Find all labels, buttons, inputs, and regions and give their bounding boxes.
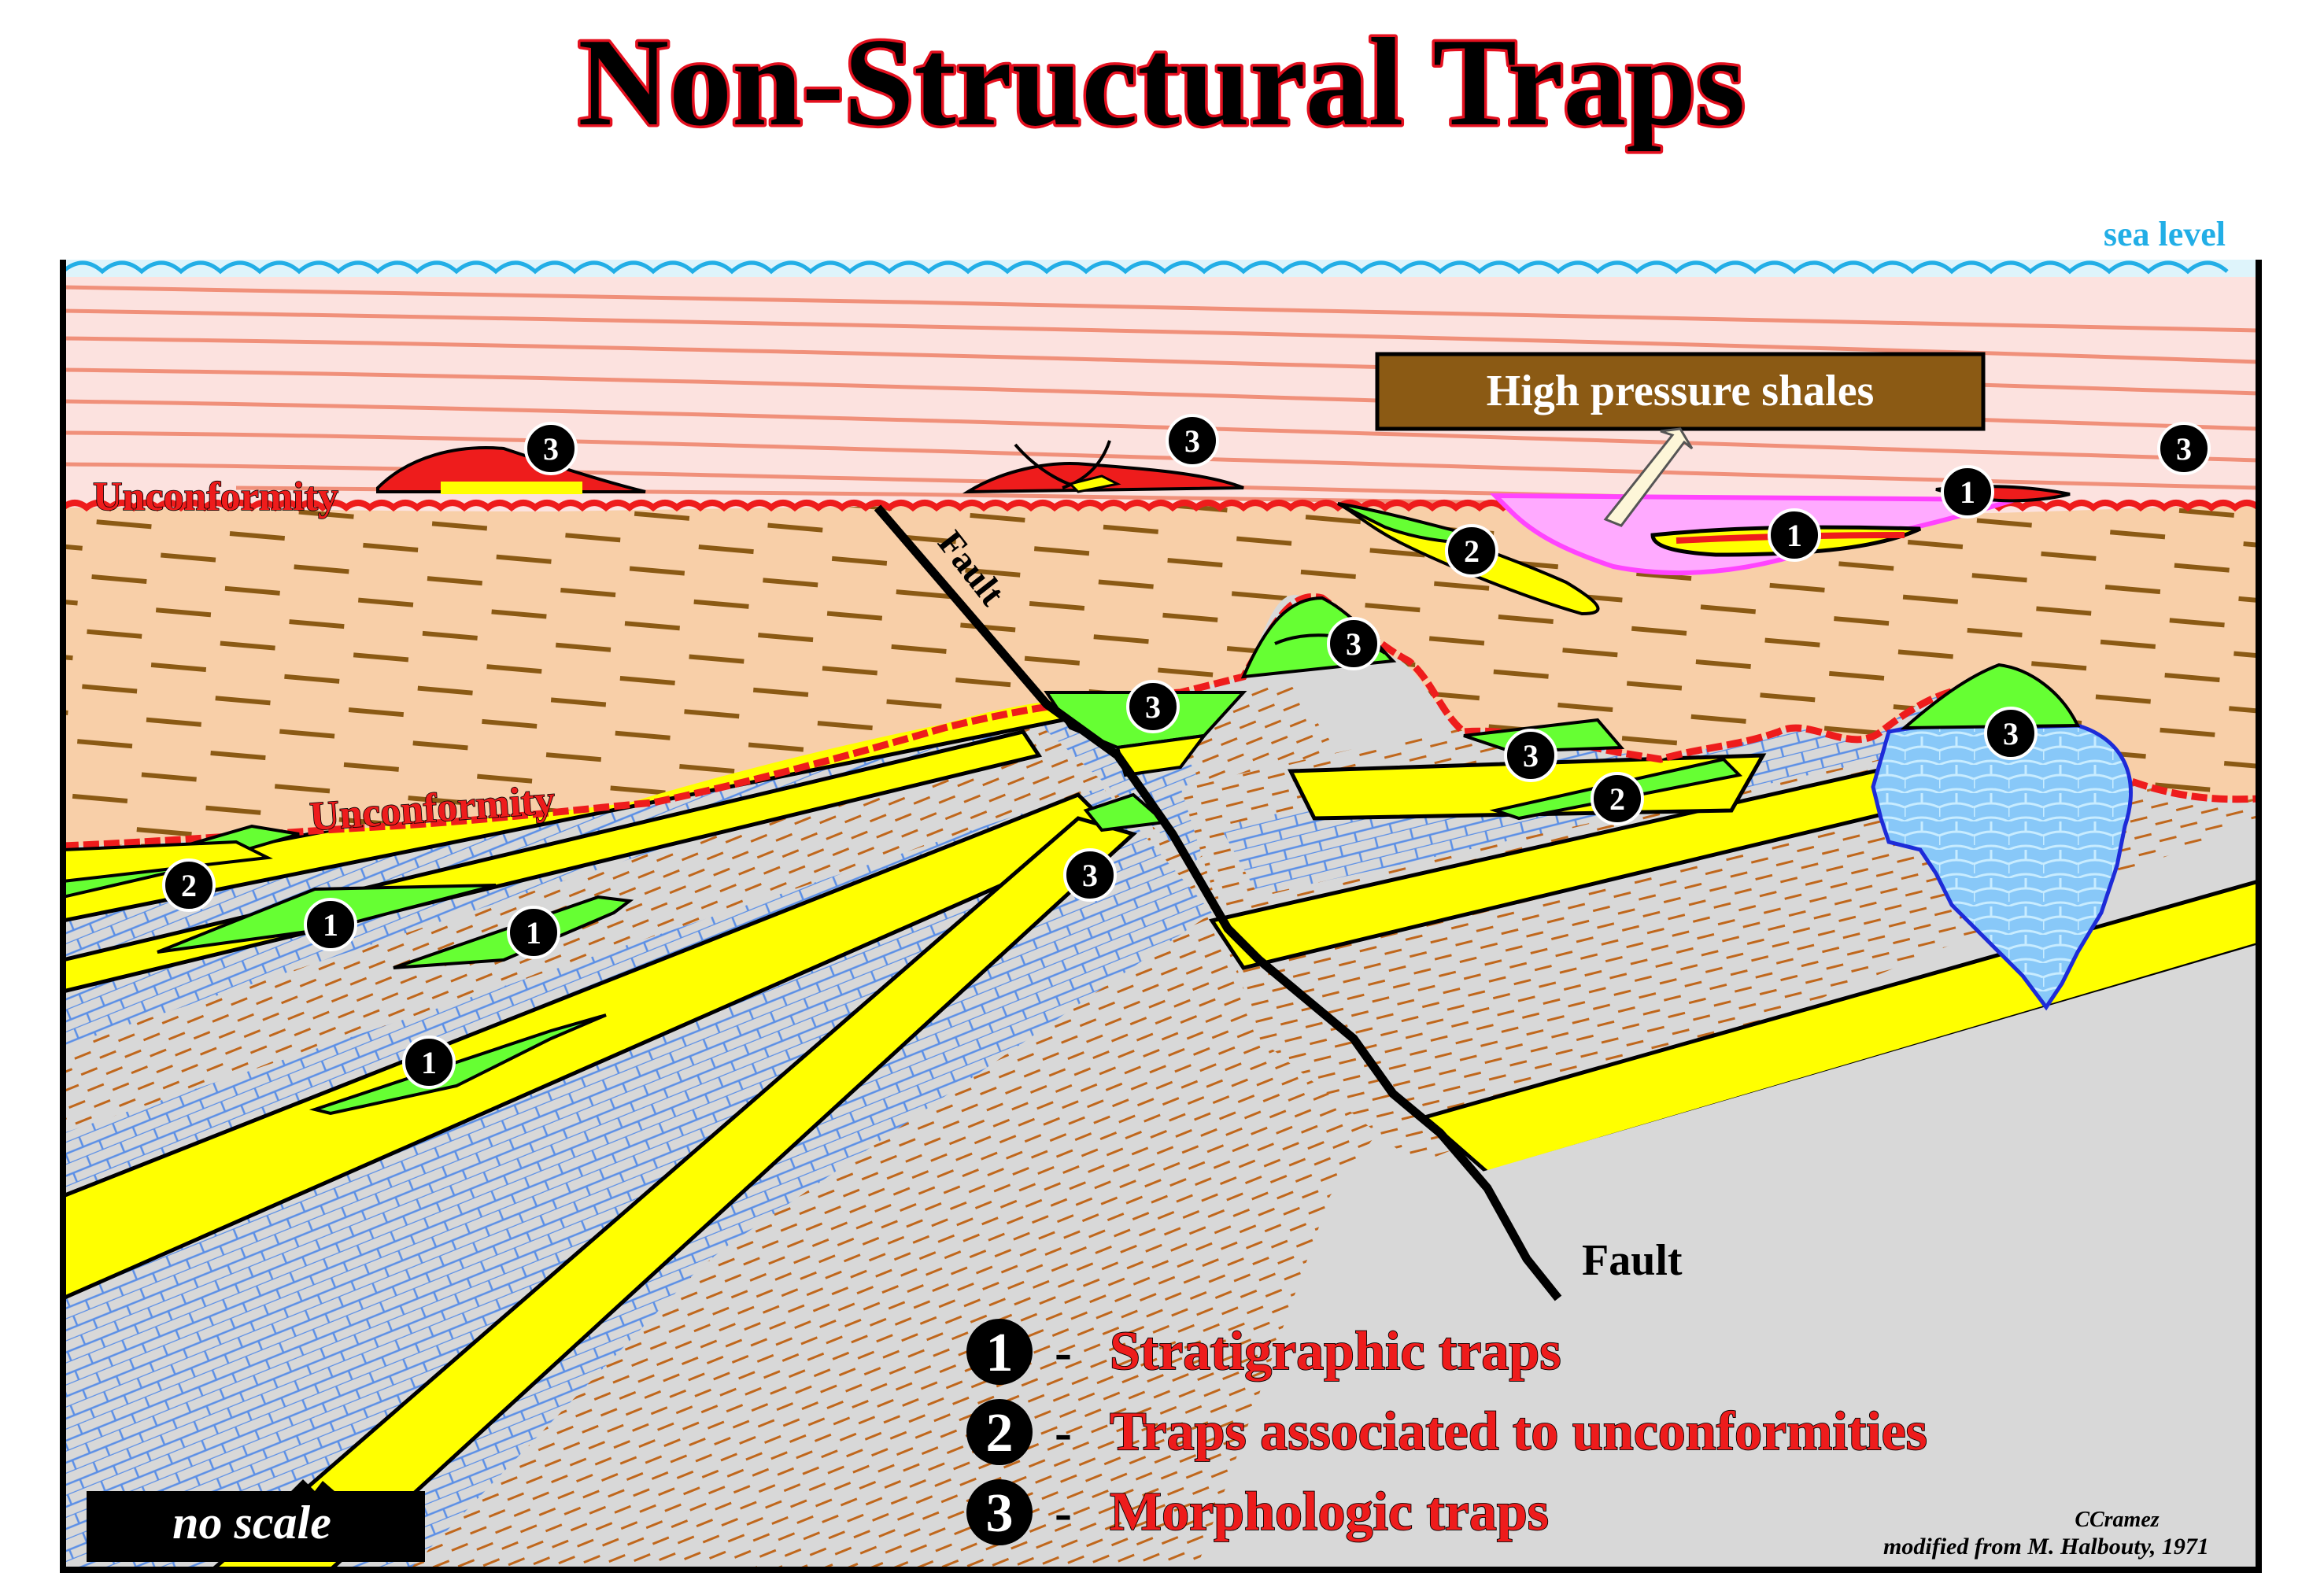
svg-text:-: - bbox=[1055, 1323, 1072, 1381]
svg-text:2: 2 bbox=[986, 1403, 1014, 1464]
svg-text:3: 3 bbox=[1145, 689, 1161, 725]
marker-3h: 3 bbox=[1063, 848, 1117, 902]
marker-1d: 1 bbox=[507, 906, 560, 959]
marker-3f: 3 bbox=[1504, 729, 1557, 782]
svg-text:-: - bbox=[1055, 1484, 1072, 1541]
marker-3c: 3 bbox=[2157, 422, 2211, 475]
svg-text:3: 3 bbox=[1523, 738, 1539, 773]
legend-label-morphologic: Morphologic traps bbox=[1110, 1482, 1549, 1542]
upper-shale bbox=[63, 271, 2259, 515]
svg-text:2: 2 bbox=[181, 868, 197, 903]
marker-2c: 2 bbox=[162, 858, 216, 912]
marker-3g: 3 bbox=[1984, 707, 2038, 760]
legend-item-2: 2 - Traps associated to unconformities bbox=[966, 1399, 1928, 1465]
high-pressure-shales-callout: High pressure shales bbox=[1375, 352, 1986, 527]
marker-3e: 3 bbox=[1126, 680, 1180, 733]
svg-text:-: - bbox=[1055, 1404, 1072, 1461]
svg-text:1: 1 bbox=[1960, 474, 1975, 510]
svg-text:3: 3 bbox=[1346, 626, 1362, 662]
marker-2a: 2 bbox=[1445, 524, 1498, 578]
high-pressure-shales-label: High pressure shales bbox=[1487, 367, 1875, 415]
lower-fault-label: Fault bbox=[1582, 1236, 1683, 1285]
svg-text:3: 3 bbox=[2176, 431, 2192, 467]
fault-line bbox=[874, 504, 1562, 1301]
trap-markers: 3 3 3 1 1 2 3 3 3 2 3 3 2 1 1 1 3 bbox=[162, 414, 2211, 1089]
svg-text:3: 3 bbox=[986, 1483, 1014, 1544]
svg-text:1: 1 bbox=[526, 915, 541, 951]
marker-3b: 3 bbox=[1166, 414, 1219, 467]
svg-text:1: 1 bbox=[1786, 518, 1802, 553]
legend-item-3: 3 - Morphologic traps bbox=[966, 1479, 1550, 1545]
middle-unit bbox=[63, 496, 2259, 846]
sea-level-label: sea level bbox=[2104, 215, 2226, 253]
marker-1b: 1 bbox=[1768, 508, 1821, 562]
marker-1c: 1 bbox=[304, 898, 357, 951]
upper-unconformity-label: Unconformity bbox=[93, 474, 338, 519]
marker-1a: 1 bbox=[1941, 465, 1994, 519]
section-frame bbox=[60, 260, 2262, 1573]
marker-3d: 3 bbox=[1327, 617, 1380, 670]
svg-text:1: 1 bbox=[323, 907, 338, 943]
marker-2b: 2 bbox=[1591, 772, 1644, 825]
credit-source: modified from M. Halbouty, 1971 bbox=[1883, 1534, 2209, 1560]
marker-1e: 1 bbox=[402, 1035, 456, 1089]
no-scale-badge: no scale bbox=[87, 1479, 425, 1562]
svg-text:3: 3 bbox=[1184, 423, 1200, 459]
svg-text:3: 3 bbox=[2003, 716, 2019, 751]
sea-level-wave bbox=[63, 260, 2229, 275]
page-title: Non-Structural Traps bbox=[578, 12, 1745, 152]
marker-3a: 3 bbox=[524, 422, 578, 475]
credit-author: CCramez bbox=[2075, 1508, 2159, 1532]
svg-text:2: 2 bbox=[1609, 781, 1625, 817]
legend: 1 - Stratigraphic traps 2 - Traps associ… bbox=[966, 1319, 1928, 1545]
svg-text:2: 2 bbox=[1464, 533, 1480, 569]
svg-text:1: 1 bbox=[986, 1323, 1014, 1383]
legend-label-unconformity: Traps associated to unconformities bbox=[1110, 1401, 1927, 1462]
svg-text:3: 3 bbox=[1082, 858, 1098, 893]
legend-label-stratigraphic: Stratigraphic traps bbox=[1110, 1321, 1561, 1382]
legend-item-1: 1 - Stratigraphic traps bbox=[966, 1319, 1561, 1385]
svg-text:1: 1 bbox=[421, 1045, 437, 1080]
svg-text:3: 3 bbox=[543, 431, 559, 467]
no-scale-label: no scale bbox=[172, 1497, 331, 1549]
